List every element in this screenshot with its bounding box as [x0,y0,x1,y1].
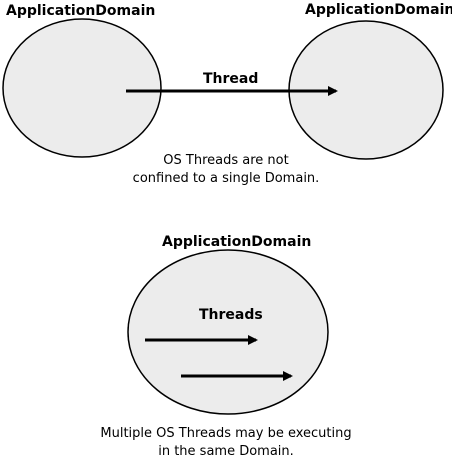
thread-label: Thread [203,71,259,87]
bottom-caption-line-1: Multiple OS Threads may be executing [100,426,352,441]
threads-label: Threads [199,307,263,323]
shared-domain-ellipse [127,249,329,415]
top-caption: OS Threads are not confined to a single … [96,152,356,188]
bottom-caption-line-2: in the same Domain. [158,444,294,459]
shared-domain-label: ApplicationDomain [162,234,312,250]
top-caption-line-1: OS Threads are not [163,153,289,168]
top-caption-line-2: confined to a single Domain. [132,171,320,186]
left-domain-label: ApplicationDomain [6,3,156,19]
left-domain-ellipse [2,18,162,158]
bottom-caption: Multiple OS Threads may be executing in … [76,425,376,461]
right-domain-label: ApplicationDomain [305,2,452,18]
